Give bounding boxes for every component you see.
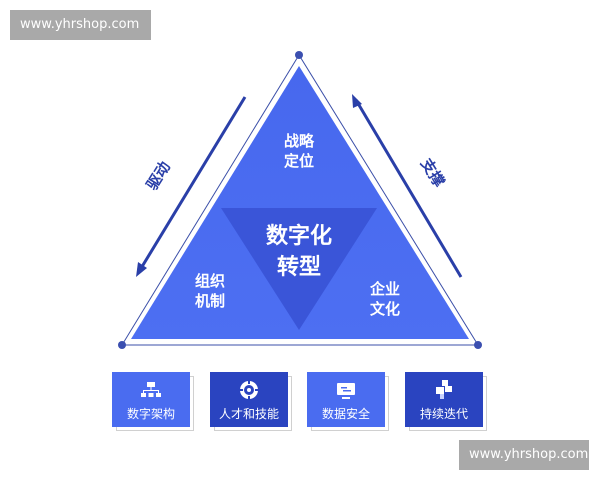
box-label: 数据安全 bbox=[321, 407, 370, 421]
top-line-1: 战略 bbox=[283, 132, 314, 150]
box-label: 数字架构 bbox=[126, 407, 175, 421]
monitor-icon bbox=[307, 376, 385, 400]
left-line-1: 组织 bbox=[194, 272, 225, 290]
box-digital-architecture: 数字架构 bbox=[112, 372, 194, 431]
box-talent-skills: 人才和技能 bbox=[210, 372, 292, 431]
box-body: 数据安全 bbox=[307, 372, 385, 427]
top-line-2: 定位 bbox=[283, 151, 314, 170]
right-line-1: 企业 bbox=[369, 280, 400, 298]
vertex-dot-top bbox=[295, 51, 303, 59]
center-line-2: 转型 bbox=[276, 254, 321, 280]
right-arrow-line bbox=[354, 99, 463, 278]
target-circle-icon bbox=[210, 376, 288, 400]
main-triangle bbox=[131, 66, 469, 339]
right-arrow-head-icon bbox=[352, 94, 362, 108]
watermark-top: www.yhrshop.com bbox=[10, 10, 151, 40]
section-right-label: 企业 文化 bbox=[355, 280, 415, 319]
puzzle-blocks-icon bbox=[405, 376, 483, 400]
box-continuous-iteration: 持续迭代 bbox=[405, 372, 487, 431]
left-line-2: 机制 bbox=[194, 291, 225, 310]
watermark-bottom: www.yhrshop.com bbox=[459, 440, 589, 470]
section-left-label: 组织 机制 bbox=[180, 272, 240, 311]
left-arrow-line bbox=[138, 96, 247, 271]
inner-triangle bbox=[221, 208, 377, 330]
hierarchy-icon bbox=[112, 376, 190, 400]
box-label: 持续迭代 bbox=[419, 407, 468, 421]
box-data-security: 数据安全 bbox=[307, 372, 389, 431]
vertex-dot-left bbox=[118, 341, 126, 349]
outer-outline bbox=[121, 54, 479, 346]
box-body: 人才和技能 bbox=[210, 372, 288, 427]
left-arrow-head-icon bbox=[136, 262, 147, 277]
box-body: 持续迭代 bbox=[405, 372, 483, 427]
center-line-1: 数字化 bbox=[265, 224, 332, 249]
box-body: 数字架构 bbox=[112, 372, 190, 427]
center-label: 数字化 转型 bbox=[244, 222, 354, 284]
section-top-label: 战略 定位 bbox=[269, 132, 329, 171]
box-label: 人才和技能 bbox=[218, 407, 279, 421]
vertex-dot-right bbox=[474, 341, 482, 349]
right-line-2: 文化 bbox=[369, 299, 400, 318]
